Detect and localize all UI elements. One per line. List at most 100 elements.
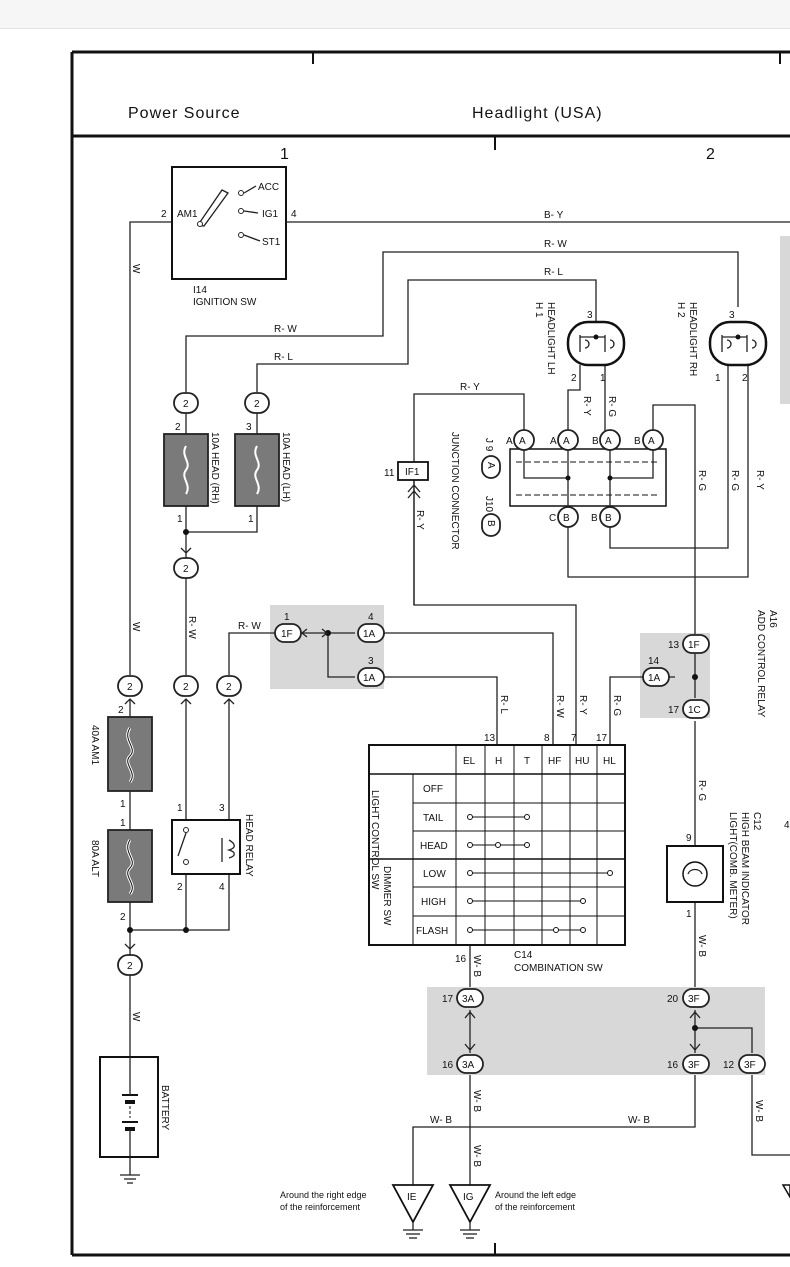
svg-text:3F: 3F xyxy=(688,994,700,1005)
ground-ig-desc1: Around the left edge xyxy=(495,1190,576,1200)
table-row-off: OFF xyxy=(423,784,443,795)
connector-2-lh-top: 2 xyxy=(244,392,270,414)
connector-3a-bottom: 3A xyxy=(456,1054,484,1074)
connector-3f-right: 3F xyxy=(738,1054,766,1074)
fuse-head-rh xyxy=(163,433,209,507)
ignition-acc-label: ACC xyxy=(258,182,279,193)
fuse-head-lh-label: 10A HEAD (LH) xyxy=(280,432,291,502)
wire-rw-top: R- W xyxy=(544,239,567,250)
table-pin-8: 8 xyxy=(544,733,550,744)
ground-ie-id: IE xyxy=(407,1192,417,1203)
ground-ie-symbol xyxy=(391,1184,435,1239)
headlight-rh xyxy=(708,320,768,367)
headlight-lh-code: H 1 xyxy=(533,302,544,318)
indicator-code: C12 xyxy=(751,812,762,831)
pin-ind-1: 1 xyxy=(686,909,692,920)
j-label-a1: A xyxy=(506,436,513,447)
pin-h2-2: 2 xyxy=(742,373,748,384)
svg-text:IF1: IF1 xyxy=(405,467,420,478)
svg-text:A: A xyxy=(519,436,526,447)
ground-ig-desc2: of the reinforcement xyxy=(495,1202,576,1212)
table-row-tail: TAIL xyxy=(423,813,444,824)
diagram-frame xyxy=(70,50,790,1257)
ground-ig-id: IG xyxy=(463,1192,474,1203)
connector-1c-relay: 1C xyxy=(682,699,710,719)
wire-wb-bottom1: W- B xyxy=(430,1115,452,1126)
svg-text:2: 2 xyxy=(226,682,232,693)
svg-text:1C: 1C xyxy=(688,705,701,716)
pin-lh-3: 3 xyxy=(246,422,252,433)
svg-text:B: B xyxy=(563,513,570,524)
connector-2-battery: 2 xyxy=(117,943,143,976)
svg-text:2: 2 xyxy=(127,682,133,693)
table-group-light: LIGHT CONTROL SW xyxy=(369,790,380,890)
pin-3a-17: 17 xyxy=(442,994,454,1005)
column-number-1: 1 xyxy=(280,146,289,163)
head-relay-label: HEAD RELAY xyxy=(243,814,254,877)
wire-rg-indicator: R- G xyxy=(696,780,707,801)
pin-relay-14: 14 xyxy=(648,656,660,667)
wire-w-2: W xyxy=(130,622,141,632)
table-row-low: LOW xyxy=(423,869,446,880)
wire-rl-top: R- L xyxy=(544,267,563,278)
table-col-hu: HU xyxy=(575,756,589,767)
junction-pill-j9: A xyxy=(481,455,501,479)
svg-text:1A: 1A xyxy=(648,673,661,684)
headlight-rh-code: H 2 xyxy=(675,302,686,318)
headlight-rh-name: HEADLIGHT RH xyxy=(687,302,698,376)
pin-am1-1: 1 xyxy=(120,799,126,810)
pin-3f-20: 20 xyxy=(667,994,679,1005)
table-col-el: EL xyxy=(463,756,476,767)
wire-wb-right: W- B xyxy=(753,1100,764,1122)
junction-pill-j10: B xyxy=(481,513,501,537)
svg-text:1F: 1F xyxy=(688,640,700,651)
indicator-name1: HIGH BEAM INDICATOR xyxy=(739,812,750,925)
junction-connector xyxy=(509,448,667,507)
pin-relay-3: 3 xyxy=(219,803,225,814)
top-bar xyxy=(0,0,790,29)
connector-2-relay: 2 xyxy=(216,675,242,705)
svg-text:3F: 3F xyxy=(688,1060,700,1071)
wire-wb-indicator: W- B xyxy=(696,935,707,957)
connector-2-rh-top: 2 xyxy=(173,392,199,414)
svg-text:A: A xyxy=(648,436,655,447)
j-label-c: C xyxy=(549,513,556,524)
j-pin-a1: A xyxy=(513,429,535,451)
ignition-am1-label: AM1 xyxy=(177,209,198,220)
wire-wb-bottom2: W- B xyxy=(628,1115,650,1126)
j-pin-a3: A xyxy=(599,429,621,451)
wire-wb-3a: W- B xyxy=(471,1090,482,1112)
combination-switch-table xyxy=(368,744,626,946)
svg-text:A: A xyxy=(485,462,496,469)
ground-ig-symbol xyxy=(448,1184,492,1239)
svg-text:B: B xyxy=(485,520,496,527)
svg-text:3A: 3A xyxy=(462,994,475,1005)
add-relay-name: ADD CONTROL RELAY xyxy=(755,610,766,718)
svg-text:2: 2 xyxy=(183,682,189,693)
connector-3a-top: 3A xyxy=(456,988,484,1008)
wire-ry-h2: R- Y xyxy=(754,470,765,490)
ignition-pin-am1: 2 xyxy=(161,209,167,220)
connector-1a-4: 1A xyxy=(357,623,385,643)
pin-h1-2: 2 xyxy=(571,373,577,384)
indicator-name2: LIGHT(COMB. METER) xyxy=(727,812,738,919)
j-label-b2: B xyxy=(634,436,641,447)
table-col-h: H xyxy=(495,756,502,767)
ground-ie-desc2: of the reinforcement xyxy=(280,1202,361,1212)
table-pin-7: 7 xyxy=(571,733,577,744)
pin-h2-1: 1 xyxy=(715,373,721,384)
wire-rg-h2: R- G xyxy=(729,470,740,491)
table-col-hl: HL xyxy=(603,756,616,767)
wire-rg-hl: R- G xyxy=(611,695,622,716)
svg-text:1A: 1A xyxy=(363,673,376,684)
junction-dots xyxy=(127,529,698,1031)
connector-3f-bottom: 3F xyxy=(682,1054,710,1074)
wire-rw-hf: R- W xyxy=(554,695,565,718)
battery-label: BATTERY xyxy=(159,1085,170,1131)
j-pin-a4: A xyxy=(642,429,664,451)
wire-rw-mid: R- W xyxy=(274,324,297,335)
table-group-dimmer: DIMMER SW xyxy=(381,866,392,926)
battery-symbol xyxy=(99,1056,159,1184)
wire-rw-relay: R- W xyxy=(238,621,261,632)
head-relay xyxy=(171,819,241,875)
